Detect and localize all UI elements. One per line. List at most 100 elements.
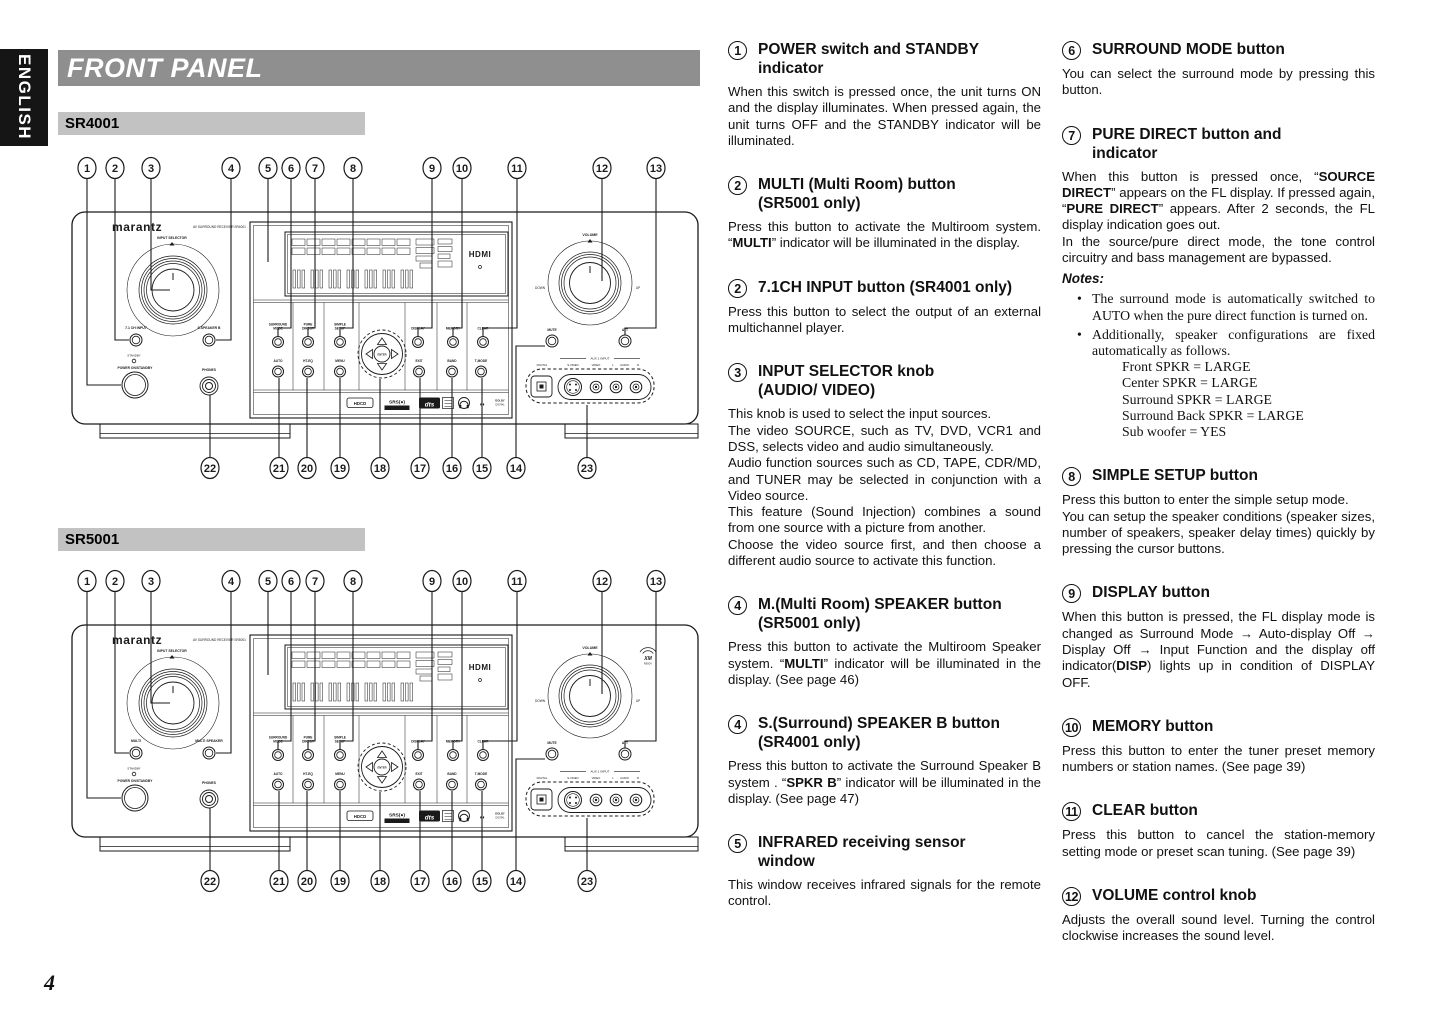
paragraph: When this button is pressed once, “SOURC… — [1062, 168, 1376, 233]
svg-text:R: R — [637, 776, 639, 780]
t-mode-button — [475, 365, 487, 378]
enter-button: ENTER — [377, 765, 386, 769]
speaker-config-item: Sub woofer = YES — [1122, 424, 1227, 439]
paragraph: Audio function sources such as CD, TAPE,… — [728, 455, 1041, 503]
surround-mode-button — [272, 336, 284, 348]
callout-11 — [507, 569, 527, 593]
aux-input-label: AUX 1 INPUT — [590, 770, 609, 774]
model-subtitle: AV SURROUND RECEIVER SR4001 — [193, 225, 246, 229]
callout-13 — [646, 156, 666, 180]
svg-text:HDCD: HDCD — [354, 814, 366, 819]
mute-button — [545, 747, 559, 761]
svg-text:dts: dts — [425, 814, 435, 821]
section-title: SIMPLE SETUP button — [1092, 467, 1258, 485]
aux-input-label: AUX 1 INPUT — [590, 357, 609, 361]
svg-text:2: 2 — [112, 163, 118, 175]
hdcd-logo — [346, 397, 374, 408]
model-label-sr4001: SR4001 — [58, 112, 365, 135]
section-title: CLEAR button — [1092, 802, 1198, 820]
callout-11 — [507, 156, 527, 180]
svg-text:12: 12 — [596, 576, 608, 588]
foot — [564, 423, 699, 439]
svg-text:POWER ON/STANDBY: POWER ON/STANDBY — [118, 779, 154, 783]
svg-text:7.1 CH INPUT: 7.1 CH INPUT — [125, 326, 148, 330]
ht-eq-button — [302, 365, 314, 378]
dts-logo — [419, 810, 440, 822]
section-number: 5 — [728, 834, 747, 854]
svg-text:20: 20 — [301, 463, 313, 475]
surround-mode-button — [272, 749, 284, 761]
svg-text:1: 1 — [84, 163, 90, 175]
paragraph: Press this button to enter the tuner pre… — [1062, 742, 1375, 775]
svg-text:DIGITAL: DIGITAL — [495, 404, 505, 407]
callout-21 — [269, 869, 289, 893]
band-button — [446, 778, 458, 791]
clear-button — [477, 749, 489, 761]
aux-input-panel — [525, 781, 655, 817]
svg-text:22: 22 — [204, 463, 216, 475]
svg-text:11: 11 — [511, 576, 523, 588]
note-item: •Additionally, speaker configurations ar… — [1077, 326, 1375, 358]
simple-setup-button — [334, 749, 346, 761]
speaker-config-item: Surround SPKR = LARGE — [1122, 391, 1272, 407]
dts-logo — [419, 397, 440, 409]
svg-text:8: 8 — [350, 576, 356, 588]
callout-6 — [281, 156, 301, 180]
model-subtitle: AV SURROUND RECEIVER SR5001 — [193, 638, 246, 642]
callout-23 — [577, 456, 597, 480]
fl-display — [284, 644, 509, 710]
section-number: 12 — [1062, 887, 1081, 907]
paragraph: Press this button to enter the simple se… — [1062, 492, 1349, 508]
brand-logo: marantz — [112, 220, 162, 234]
svg-text:HT-EQ: HT-EQ — [303, 359, 313, 363]
xm-ready-logo — [639, 647, 657, 654]
svg-text:DOLBY: DOLBY — [495, 399, 505, 403]
svg-text:MENU: MENU — [335, 772, 345, 776]
audio-l-jack — [609, 793, 623, 807]
svg-text:4: 4 — [228, 163, 235, 175]
speaker-config-item: Surround Back SPKR = LARGE — [1122, 407, 1304, 423]
input-selector-label: INPUT SELECTOR — [157, 649, 187, 653]
svg-text:7: 7 — [312, 163, 318, 175]
note-item: •The surround mode is automatically swit… — [1077, 291, 1375, 323]
section-title: MEMORY button — [1092, 717, 1214, 735]
svg-text:SURROUND: SURROUND — [269, 736, 288, 740]
callout-2 — [105, 569, 125, 593]
phones-jack — [199, 789, 219, 809]
svg-text:19: 19 — [334, 463, 346, 475]
svg-text:R: R — [637, 363, 639, 367]
paragraph: You can setup the speaker conditions (sp… — [1062, 508, 1375, 557]
aux-input-panel — [525, 368, 655, 404]
svg-text:UP: UP — [636, 699, 640, 703]
svg-text:16: 16 — [446, 876, 458, 888]
svg-text:MENU: MENU — [335, 359, 345, 363]
svg-text:S.SPEAKER B: S.SPEAKER B — [198, 326, 222, 330]
hdmi-logo: HDMI — [469, 250, 491, 259]
display-button — [412, 749, 424, 761]
svg-text:L: L — [612, 363, 614, 367]
paragraph: When this switch is pressed once, the un… — [728, 84, 1041, 148]
headphone-logo — [458, 810, 470, 822]
svg-text:13: 13 — [650, 163, 662, 175]
section-number: 8 — [1062, 467, 1081, 487]
notes-title: Notes: — [1062, 271, 1105, 287]
display-button — [412, 336, 424, 348]
svg-text:6: 6 — [288, 163, 294, 175]
svg-text:18: 18 — [374, 463, 386, 475]
svg-text:dts: dts — [425, 401, 435, 408]
svg-text:7: 7 — [312, 576, 318, 588]
paragraph: Press this button to cancel the station-… — [1062, 827, 1375, 859]
